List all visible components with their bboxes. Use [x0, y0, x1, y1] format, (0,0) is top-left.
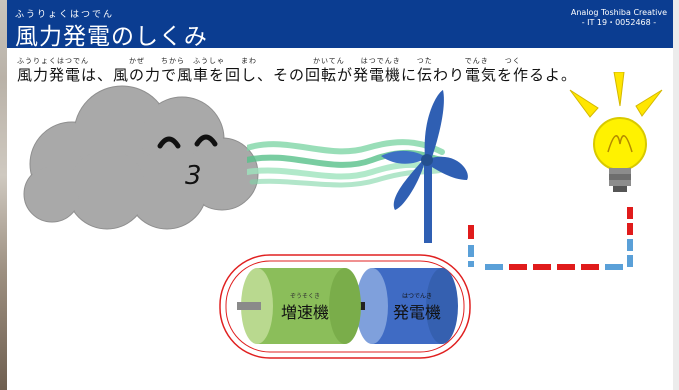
background-right-edge	[673, 0, 679, 390]
light-bulb-icon	[569, 72, 663, 192]
slide: ふうりょくはつでん 風力発電のしくみ Analog Toshiba Creati…	[7, 0, 673, 390]
gearbox-cylinder-icon	[237, 268, 361, 344]
cloud-mouth: 3	[185, 161, 202, 191]
explanation-sentence: 風力発電は、風の力で風車を回し、その回転が発電機に伝わり電気を作るよ。	[17, 66, 578, 84]
gearbox-label: 増速機	[281, 303, 329, 322]
sentence-furigana: ふうりょくはつでん かぜ ちから ふうしゃ まわ かいてん はつでんき つた で…	[17, 57, 521, 65]
page-title: 風力発電のしくみ	[15, 24, 208, 50]
copyright-text: Analog Toshiba Creative - IT 19・0052468 …	[570, 8, 667, 27]
gearbox-furigana: ぞうそくき	[290, 293, 320, 300]
generator-cylinder-icon	[356, 268, 458, 344]
cloud-face-icon: 3	[23, 85, 259, 230]
generator-label: 発電機	[393, 303, 441, 322]
background-left-edge	[0, 0, 7, 390]
title-furigana: ふうりょくはつでん	[15, 10, 115, 20]
wind-turbine-icon	[381, 90, 468, 243]
title-bar: ふうりょくはつでん 風力発電のしくみ Analog Toshiba Creati…	[7, 0, 673, 50]
gearbox-generator-capsule: ぞうそくき 増速機 はつでんき 発電機	[219, 254, 471, 359]
generator-furigana: はつでんき	[402, 293, 432, 300]
circuit-wire	[468, 207, 633, 270]
